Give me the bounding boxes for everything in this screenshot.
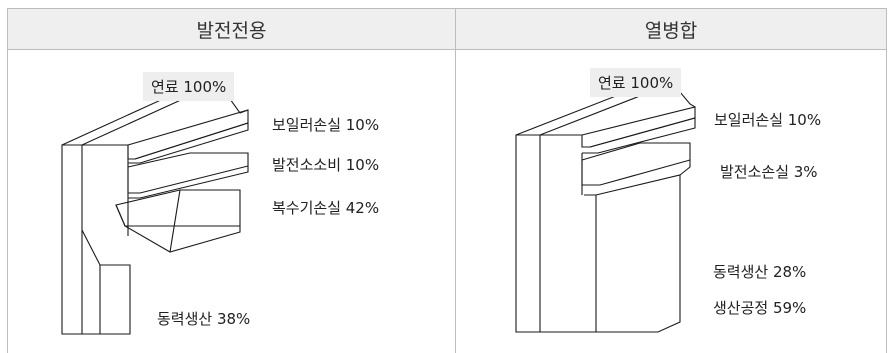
right-flow-shape <box>515 91 696 333</box>
boiler-loss-band-under <box>128 122 249 164</box>
process-output-label: 생산공정 59% <box>713 299 807 317</box>
panel-cogeneration: 열병합 <box>455 8 887 353</box>
fuel-input-band <box>515 91 651 136</box>
boiler-loss-band-top <box>183 98 249 114</box>
boiler-loss-label: 보일러손실 10% <box>714 111 822 129</box>
fuel-label: 연료 100% <box>590 68 682 97</box>
panel-power-only: 발전전용 <box>7 8 455 353</box>
boiler-loss-band <box>127 109 249 160</box>
station-loss-band-side <box>679 160 691 176</box>
left-main-column-front <box>61 144 83 335</box>
condenser-loss-edge <box>169 189 181 253</box>
left-flow-shape <box>61 98 249 335</box>
panel-title: 열병합 <box>456 8 886 50</box>
station-consumption-band-side <box>128 166 249 199</box>
process-output-block <box>540 174 681 333</box>
condenser-loss-label: 복수기손실 42% <box>272 199 380 217</box>
boiler-loss-band <box>581 106 696 148</box>
right-main-column-front <box>515 134 541 333</box>
station-loss-label: 발전소손실 3% <box>720 163 818 181</box>
left-main-column-right-edge <box>82 144 129 236</box>
fuel-input-band <box>61 98 184 146</box>
boiler-loss-label: 보일러손실 10% <box>272 116 380 134</box>
power-output-band <box>81 229 131 335</box>
panel-title: 발전전용 <box>8 8 455 50</box>
station-consumption-label: 발전소소비 10% <box>272 156 380 174</box>
boiler-loss-band-under <box>582 117 696 154</box>
condenser-loss-band-inner <box>115 204 240 227</box>
power-output-label: 동력생산 38% <box>157 310 251 328</box>
fuel-label: 연료 100% <box>143 72 235 101</box>
station-loss-band <box>581 142 691 186</box>
power-output-label: 동력생산 28% <box>713 263 807 281</box>
